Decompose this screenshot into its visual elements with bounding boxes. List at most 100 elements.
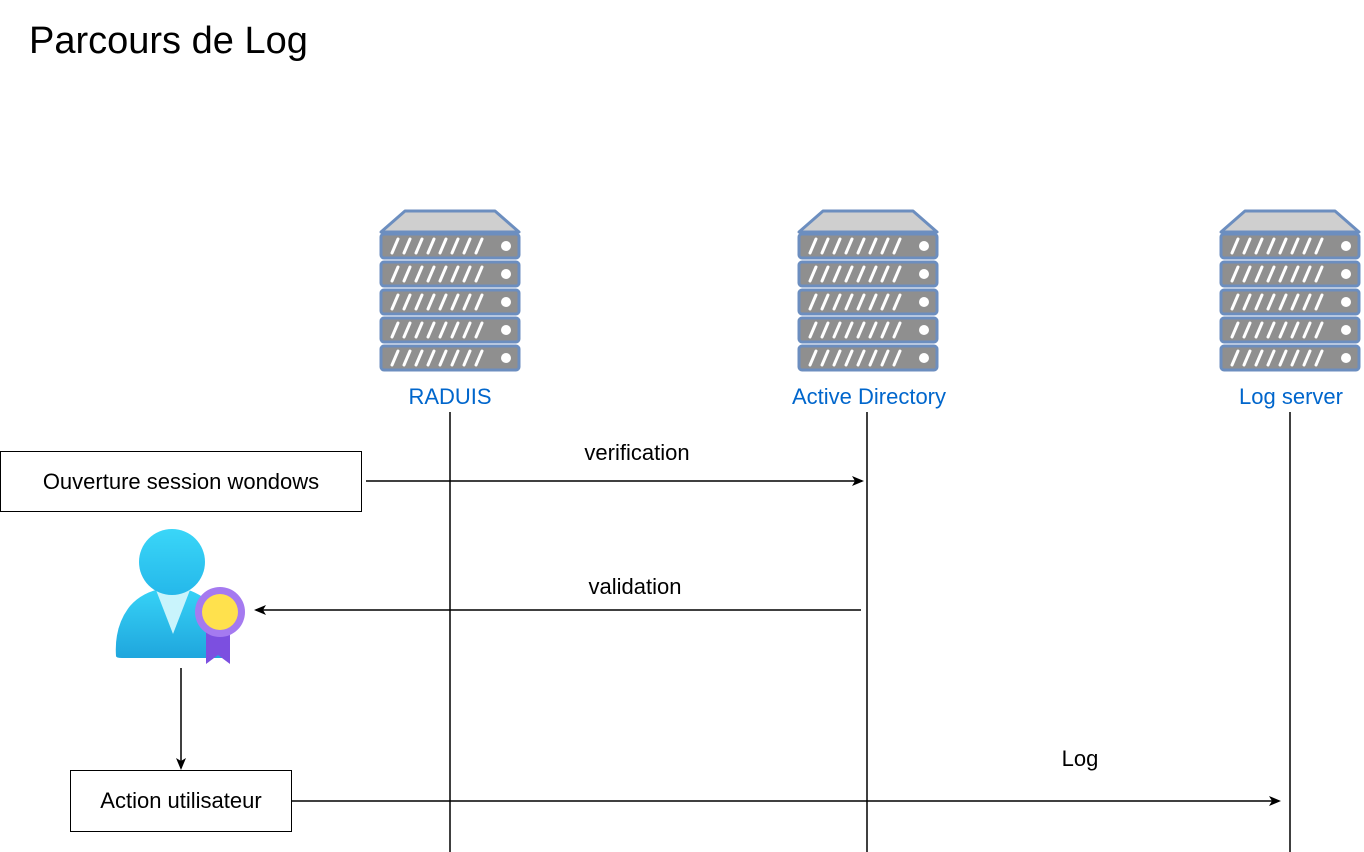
server-vent <box>856 293 866 311</box>
server-vent <box>1266 237 1276 255</box>
server-vent <box>820 237 830 255</box>
server-vent <box>402 265 412 283</box>
server-vent <box>832 321 842 339</box>
server-vent <box>844 237 854 255</box>
server-vent <box>820 321 830 339</box>
server-vent <box>1254 265 1264 283</box>
server-led <box>1341 325 1351 335</box>
server-vent <box>1314 265 1324 283</box>
server-led <box>919 241 929 251</box>
server-label-active-directory: Active Directory <box>791 384 947 409</box>
action-box[interactable]: Action utilisateur <box>70 770 292 832</box>
server-vent <box>1278 293 1288 311</box>
server-active-directory-icon <box>797 209 939 372</box>
server-top <box>797 209 939 234</box>
server-vent <box>1266 321 1276 339</box>
server-vent <box>390 293 400 311</box>
server-vent <box>844 349 854 367</box>
server-unit <box>797 344 939 372</box>
server-led <box>1341 353 1351 363</box>
server-vent <box>1290 265 1300 283</box>
server-vent <box>1290 237 1300 255</box>
server-vent <box>820 293 830 311</box>
server-led <box>919 353 929 363</box>
server-vent <box>1242 265 1252 283</box>
server-vent <box>390 321 400 339</box>
server-vent <box>1302 349 1312 367</box>
server-vent <box>832 237 842 255</box>
server-vent <box>474 349 484 367</box>
server-vent <box>438 237 448 255</box>
server-vent <box>820 265 830 283</box>
server-vent <box>1230 293 1240 311</box>
server-vent <box>1242 321 1252 339</box>
server-vent <box>462 237 472 255</box>
server-vent <box>868 293 878 311</box>
server-vent <box>892 265 902 283</box>
server-vent <box>438 293 448 311</box>
server-vent <box>1266 349 1276 367</box>
server-vent <box>892 321 902 339</box>
server-vent <box>1290 349 1300 367</box>
server-vent <box>402 321 412 339</box>
server-vent <box>820 349 830 367</box>
server-unit <box>379 260 521 288</box>
server-vent <box>868 349 878 367</box>
server-unit <box>797 316 939 344</box>
server-vent <box>402 293 412 311</box>
server-unit <box>379 316 521 344</box>
server-led <box>501 325 511 335</box>
server-vent <box>1302 321 1312 339</box>
server-vent <box>1254 237 1264 255</box>
server-vent <box>1314 349 1324 367</box>
server-unit <box>797 288 939 316</box>
server-led <box>919 297 929 307</box>
server-vent <box>1278 265 1288 283</box>
server-vent <box>1278 349 1288 367</box>
log-label: Log <box>1061 746 1099 771</box>
server-vent <box>414 349 424 367</box>
server-vent <box>450 265 460 283</box>
server-led <box>501 269 511 279</box>
server-vent <box>844 293 854 311</box>
server-vent <box>880 349 890 367</box>
server-unit <box>1219 260 1361 288</box>
user-certificate-icon <box>115 529 245 664</box>
server-vent <box>1290 293 1300 311</box>
server-unit <box>1219 288 1361 316</box>
server-vent <box>1302 265 1312 283</box>
server-vent <box>1314 237 1324 255</box>
session-box[interactable]: Ouverture session wondows <box>0 451 362 512</box>
session-box-label: Ouverture session wondows <box>42 468 320 494</box>
server-vent <box>414 321 424 339</box>
server-vent <box>450 349 460 367</box>
server-vent <box>1302 293 1312 311</box>
server-vent <box>856 321 866 339</box>
server-vent <box>844 265 854 283</box>
server-top <box>1219 209 1361 234</box>
server-led <box>1341 241 1351 251</box>
server-vent <box>892 349 902 367</box>
server-raduis-icon <box>379 209 521 372</box>
server-vent <box>450 321 460 339</box>
server-unit <box>379 288 521 316</box>
server-vent <box>1242 349 1252 367</box>
server-unit <box>379 344 521 372</box>
server-led <box>919 325 929 335</box>
server-vent <box>1266 293 1276 311</box>
server-label-raduis: RADUIS <box>408 384 492 409</box>
server-log-server-icon <box>1219 209 1361 372</box>
server-unit <box>1219 232 1361 260</box>
server-vent <box>390 265 400 283</box>
server-vent <box>1266 265 1276 283</box>
server-vent <box>808 265 818 283</box>
server-vent <box>1242 237 1252 255</box>
server-vent <box>1230 265 1240 283</box>
server-vent <box>450 237 460 255</box>
server-vent <box>450 293 460 311</box>
server-unit <box>379 232 521 260</box>
server-vent <box>474 265 484 283</box>
server-vent <box>462 293 472 311</box>
server-vent <box>1230 237 1240 255</box>
server-vent <box>474 237 484 255</box>
